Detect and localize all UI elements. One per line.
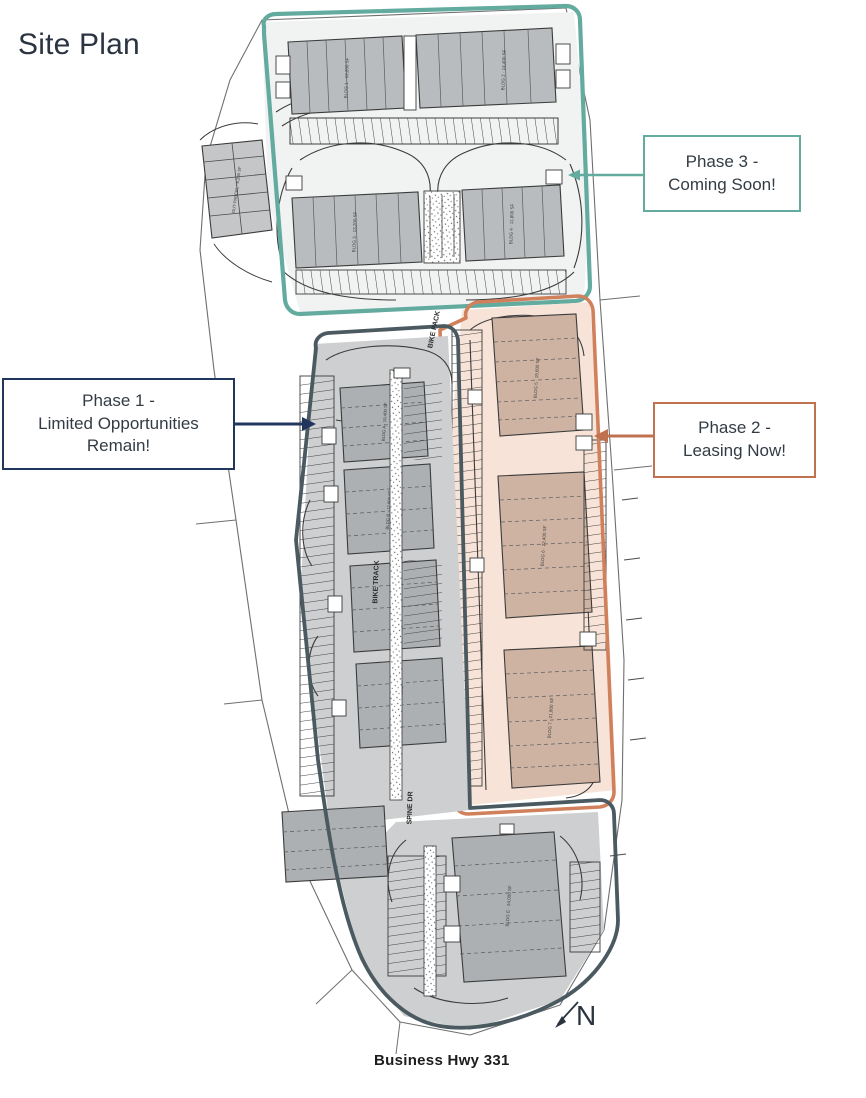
svg-text:BIKE TRACK: BIKE TRACK — [372, 560, 381, 603]
phase-3-center-plaza — [423, 190, 461, 264]
phase-3-parking-south — [295, 269, 567, 295]
phase-2-building-a[interactable]: BLDG 5 · 19,600 SF — [491, 313, 585, 437]
svg-text:BLDG 6 · 22,400 SF: BLDG 6 · 22,400 SF — [540, 525, 548, 566]
svg-text:BLDG 5 · 19,600 SF: BLDG 5 · 19,600 SF — [533, 357, 541, 398]
connector-phase-1 — [232, 417, 316, 431]
phase-3-parking-north — [289, 117, 559, 145]
phase-2-building-b[interactable]: BLDG 6 · 22,400 SF — [497, 471, 593, 619]
callout-phase-2-label: Phase 2 - Leasing Now! — [682, 418, 786, 460]
phase-1-building-2[interactable]: BLDG B · 12,800 SF — [343, 463, 435, 555]
svg-text:BLDG 7 · 21,800 SF: BLDG 7 · 21,800 SF — [547, 697, 555, 738]
connector-phase-3 — [568, 169, 644, 181]
phase-2-site-details — [467, 389, 597, 647]
callout-phase-1[interactable]: Phase 1 - Limited Opportunities Remain! — [2, 378, 235, 470]
phase-1-building-5[interactable] — [281, 805, 389, 883]
phase-3-building-north-east[interactable]: BLDG 2 · 14,400 SF — [415, 27, 557, 109]
phase-3-outline — [261, 3, 593, 317]
connector-phase-2 — [594, 429, 656, 443]
svg-text:BLDG 3 · 13,200 SF: BLDG 3 · 13,200 SF — [351, 211, 357, 252]
outparcel-access-drive — [199, 122, 273, 283]
phase-1-building-south-pad[interactable]: BLDG E · 24,000 SF — [451, 831, 567, 983]
north-label: N — [576, 1000, 597, 1031]
phase-2-building-c[interactable]: BLDG 7 · 21,800 SF — [503, 645, 601, 789]
callout-phase-3[interactable]: Phase 3 - Coming Soon! — [643, 135, 801, 212]
phase-3-service-court — [403, 35, 417, 111]
callout-phase-2[interactable]: Phase 2 - Leasing Now! — [653, 402, 816, 478]
phase-3-site-details — [275, 43, 571, 191]
phase-1-parking-east — [404, 380, 442, 646]
phase-3-building-south-west[interactable]: BLDG 3 · 13,200 SF — [291, 191, 423, 269]
svg-text:BLDG 4 · 11,800 SF: BLDG 4 · 11,800 SF — [508, 203, 514, 244]
svg-text:OUT-PARCEL · 6,200 SF: OUT-PARCEL · 6,200 SF — [231, 166, 243, 214]
phase-1-pedestrian-spine — [389, 369, 437, 997]
north-arrow-icon — [555, 1001, 579, 1028]
highway-label: Business Hwy 331 — [374, 1052, 510, 1070]
svg-text:BLDG B · 12,800 SF: BLDG B · 12,800 SF — [385, 490, 393, 530]
svg-text:BLDG 2 · 14,400 SF: BLDG 2 · 14,400 SF — [500, 49, 506, 90]
callout-phase-3-label: Phase 3 - Coming Soon! — [668, 151, 776, 194]
svg-text:BLDG E · 24,000 SF: BLDG E · 24,000 SF — [505, 885, 513, 927]
outparcel-building[interactable]: OUT-PARCEL · 6,200 SF — [201, 139, 273, 239]
phase-1-region[interactable]: BLDG A · 10,400 SF BLDG B · 12,800 SF — [281, 324, 620, 1030]
page-title: Site Plan — [18, 28, 140, 61]
phase-1-outline — [294, 324, 620, 1030]
right-of-way-ticks — [609, 497, 647, 857]
callout-phase-1-label: Phase 1 - Limited Opportunities Remain! — [38, 390, 199, 456]
svg-text:BLDG A · 10,400 SF: BLDG A · 10,400 SF — [381, 402, 389, 442]
phase-3-building-north-west[interactable]: BLDG 1 · 12,200 SF — [287, 35, 407, 115]
svg-text:BLDG 1 · 12,200 SF: BLDG 1 · 12,200 SF — [343, 57, 349, 98]
phase-3-region[interactable]: BLDG 1 · 12,200 SF BLDG 2 · 14,400 SF — [261, 3, 593, 317]
phase-1-site-details — [321, 367, 515, 943]
phase-3-building-south-east[interactable]: BLDG 4 · 11,800 SF — [461, 184, 565, 262]
adjacent-parcel-lines — [195, 295, 653, 1055]
svg-text:SPINE DR: SPINE DR — [406, 791, 414, 824]
